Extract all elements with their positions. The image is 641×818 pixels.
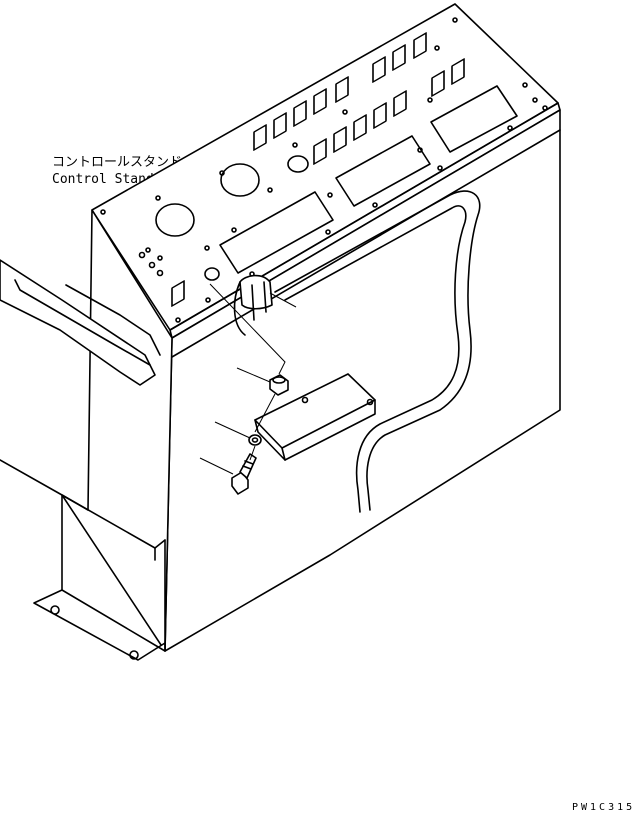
bolt-part	[231, 453, 257, 495]
panel-screws	[100, 17, 548, 323]
nut-part	[269, 374, 289, 396]
harness-clamp	[233, 274, 273, 336]
gauge-holes	[155, 155, 309, 281]
title-jp-label: コントロールスタンド 右	[52, 155, 203, 170]
left-face	[61, 209, 173, 652]
drawing-code: PW1C315	[572, 802, 635, 813]
washer-part	[248, 434, 262, 446]
control-stand-body	[33, 3, 561, 661]
display-windows	[219, 85, 518, 274]
electrical-box	[254, 373, 376, 461]
switch-slots	[171, 32, 465, 307]
harness-hose	[274, 190, 481, 513]
leader-lines	[199, 292, 297, 475]
adjacent-structure	[0, 259, 166, 561]
assembly-lines	[209, 283, 286, 461]
